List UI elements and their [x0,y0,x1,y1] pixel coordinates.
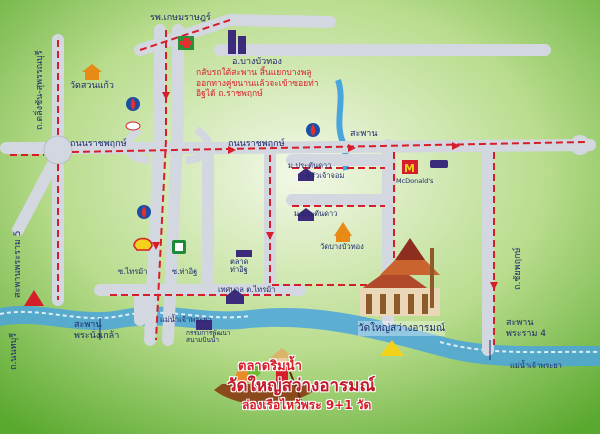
fuel-icon [137,205,151,219]
label-rama4-bridge: สะพาน พระราม 4 [506,318,547,339]
house-row-icon [226,289,244,304]
label-ratchaphruek-mid: ถนนราชพฤกษ์ [228,139,285,149]
label-talingchan-road: ถ.ตลิ่งชัน-สุพรรณบุรี [35,50,45,130]
label-market-tha-it: ตลาด ท่าอิฐ [230,257,249,275]
mcdonalds-icon: M [402,160,418,175]
route-arrows [152,92,498,290]
roundabout-left [43,135,73,165]
shell-icon [133,237,153,251]
label-bridge-top: สะพาน [350,129,378,139]
house-row-icon [236,250,252,257]
label-school: กรรมการพัฒนา สนามบินน้ำ [186,329,231,345]
temple-icon [334,222,352,242]
car-icon [430,160,448,168]
direction-arrow [24,290,44,306]
label-river-right: แม่น้ำเจ้าพระยา [510,361,562,370]
route-line [10,19,586,345]
house-row-icon [298,168,314,181]
temple-illustration [360,238,440,316]
boat-illustration [214,348,318,409]
title-line-1: ตลาดริมน้ำ [238,359,302,374]
label-rama5-bridge: สะพานพระราม 5 [13,230,23,298]
bangchak-icon [172,240,186,254]
label-soi-tha-it: ซ.ท่าอิฐ [172,267,198,276]
fuel-icon [306,123,320,137]
title-line-2: วัดใหญ่สว่างอารมณ์ [227,376,376,396]
label-chaiyaphruek-right: ถ.ชัยพฤกษ์ [513,247,523,290]
title-line-3: ล่องเรือไหว้พระ 9+1 วัด [242,398,372,412]
hospital-icon [178,36,194,50]
house-row-icon [298,208,314,221]
label-moo-ban-2: ม.ประตันดาว [294,209,338,218]
roundabout-right [570,135,590,155]
label-hospital: รพ.เกษมราษฎร์ [150,13,211,23]
school-icon [196,320,212,330]
label-chiang-mai-1: ครัวเจ้าจอม [306,171,345,180]
label-ratchaphruek-left: ถนนราชพฤกษ์ [70,139,127,149]
fuel-icon [126,97,140,111]
label-wat-bang-bua-thong: วัดบางบัวทอง [320,242,364,251]
label-soi-saima: ซ.ไทรม้า [118,267,148,276]
building-icon [228,30,246,54]
route-note: กลับรถใต้สะพาน สิ้นแยกบางพลู ออกทางคู่ขน… [196,68,319,100]
label-wat-suan-kaeo: วัดสวนแก้ว [70,81,114,91]
label-pak-kret-road: ถ.นนทบุรี [9,332,19,370]
label-river-left: แม่น้ำเจ้าพระยา [160,315,212,324]
toyota-icon [125,121,141,131]
svg-text:M: M [404,162,415,175]
temple-small-icon [380,340,404,356]
roads [0,14,596,356]
label-bridge-nangklao: สะพาน พระนั่งเกล้า [74,320,120,341]
temple-name: วัดใหญ่สว่างอารมณ์ [358,321,446,336]
label-moo-ban-1: ม.ประตันดาว [288,161,332,170]
home-icon [82,64,102,80]
river-waves [0,310,600,354]
label-mcdonalds: McDonald's [396,177,434,185]
label-municipality: เทศบาล ต.ไทรม้า [218,285,276,294]
label-district-office: อ.บางบัวทอง [232,57,282,67]
